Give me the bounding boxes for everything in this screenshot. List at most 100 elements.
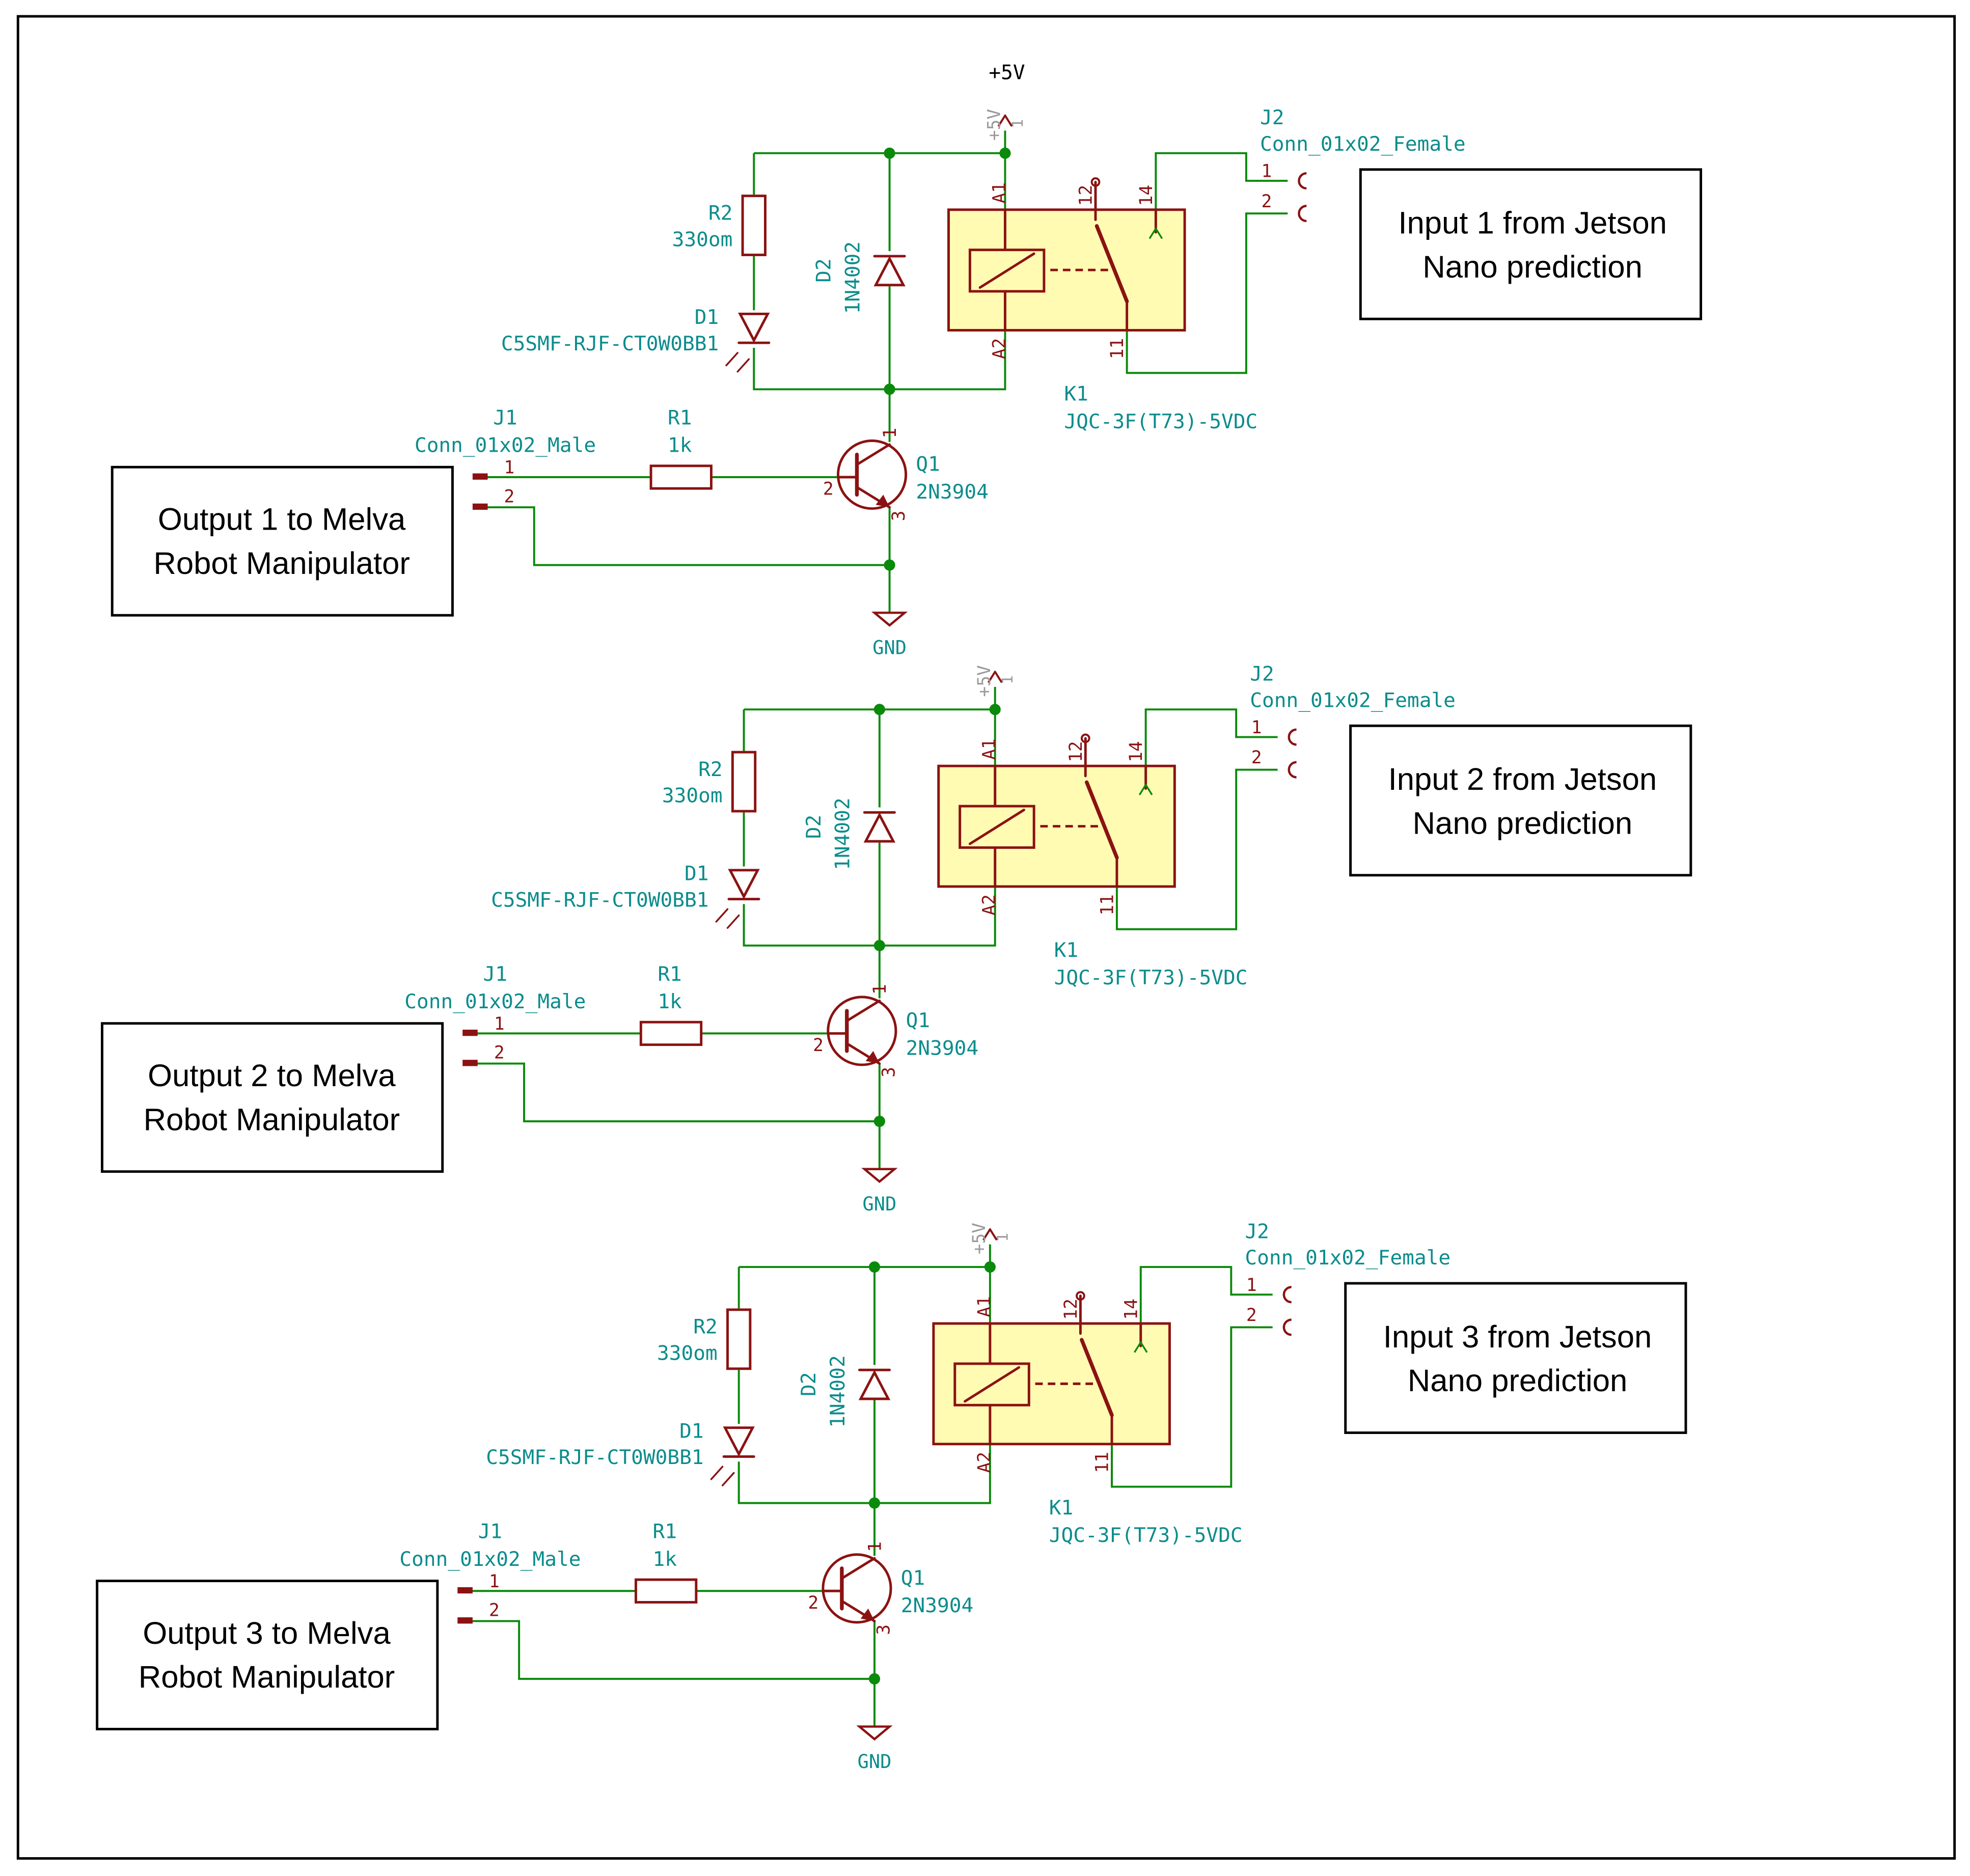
k1-pin-14: 14 bbox=[1136, 185, 1157, 206]
j1-pin-1-stub bbox=[472, 473, 488, 480]
j1-value: Conn_01x02_Male bbox=[415, 434, 596, 457]
r2-resistor bbox=[731, 751, 757, 813]
output-box-line-1: Output 2 to Melva bbox=[148, 1058, 396, 1093]
k1-pin-14: 14 bbox=[1121, 1299, 1141, 1320]
q1-emitter-arrow bbox=[860, 1608, 875, 1621]
k1-value: JQC-3F(T73)-5VDC bbox=[1049, 1524, 1243, 1547]
power-arrow-left bbox=[982, 1228, 991, 1240]
input-box bbox=[1359, 168, 1703, 320]
power-arrow-left bbox=[998, 114, 1006, 127]
d1-ref: D1 bbox=[679, 1419, 704, 1443]
j2-socket-2 bbox=[1288, 761, 1297, 779]
r1-value: 1k bbox=[652, 1548, 677, 1571]
j2-value: Conn_01x02_Female bbox=[1245, 1246, 1451, 1270]
r2-value: 330om bbox=[662, 784, 723, 808]
q1-value: 2N3904 bbox=[906, 1036, 978, 1060]
j1-pin-1: 1 bbox=[494, 1014, 505, 1034]
q1-emitter-arrow bbox=[865, 1051, 880, 1064]
d1-value: C5SMF-RJF-CT0W0BB1 bbox=[491, 888, 708, 912]
wire-5v-rail bbox=[738, 1266, 991, 1324]
wire-k1-14-j2 bbox=[1155, 152, 1288, 210]
k1-pin-a1: A1 bbox=[989, 182, 1009, 204]
wire-return-rail bbox=[737, 1444, 991, 1504]
ground-symbol bbox=[861, 1168, 898, 1183]
d1-value: C5SMF-RJF-CT0W0BB1 bbox=[486, 1446, 703, 1469]
wire-j1-gnd bbox=[475, 506, 890, 566]
r1-resistor bbox=[649, 464, 713, 490]
junction-dot bbox=[873, 1115, 885, 1127]
k1-no-arrow bbox=[1133, 1340, 1148, 1353]
k1-nc-terminal bbox=[1090, 177, 1101, 187]
j1-value: Conn_01x02_Male bbox=[399, 1548, 581, 1571]
output-box-line-2: Robot Manipulator bbox=[144, 1102, 400, 1137]
q1-pin-3: 3 bbox=[879, 1067, 899, 1078]
j1-pin-2: 2 bbox=[494, 1043, 505, 1063]
k1-ref: K1 bbox=[1054, 939, 1078, 962]
j2-value: Conn_01x02_Female bbox=[1260, 132, 1466, 156]
j2-ref: J2 bbox=[1260, 106, 1284, 129]
k1-pin-11: 11 bbox=[1098, 894, 1118, 916]
output-box-line-1: Output 1 to Melva bbox=[158, 502, 406, 537]
k1-pin-11: 11 bbox=[1107, 338, 1128, 360]
j2-socket-1 bbox=[1298, 172, 1307, 190]
k1-coil-slash bbox=[968, 809, 1025, 845]
input-box bbox=[1344, 1282, 1687, 1434]
j2-socket-1 bbox=[1282, 1286, 1292, 1304]
power-arrow-right bbox=[989, 1228, 998, 1240]
j1-pin-2-stub bbox=[462, 1060, 478, 1066]
j1-pin-1-stub bbox=[462, 1030, 478, 1036]
q1-emitter-arrow bbox=[875, 494, 890, 508]
j1-pin-2: 2 bbox=[504, 486, 515, 507]
q1-pin-2: 2 bbox=[823, 479, 834, 500]
j1-ref: J1 bbox=[483, 962, 508, 986]
power-pin-label: 1 bbox=[994, 1233, 1011, 1242]
k1-pin-12: 12 bbox=[1061, 1299, 1081, 1320]
power-pin-label: 1 bbox=[1009, 119, 1026, 128]
r2-resistor bbox=[741, 195, 767, 257]
j2-ref: J2 bbox=[1250, 662, 1274, 685]
k1-switch-contact bbox=[1085, 780, 1119, 860]
q1-collector-lead bbox=[840, 1557, 876, 1580]
junction-dot bbox=[868, 1673, 881, 1685]
k1-pin-a2: A2 bbox=[989, 338, 1009, 360]
j2-pin-1: 1 bbox=[1246, 1275, 1257, 1295]
output-box bbox=[96, 1580, 439, 1730]
q1-transistor-body bbox=[837, 439, 908, 510]
power-net-label: +5V bbox=[984, 109, 1005, 141]
ground-label: GND bbox=[858, 1751, 892, 1773]
power-arrow-right bbox=[994, 671, 1003, 683]
power-arrow-right bbox=[1004, 114, 1013, 127]
k1-nc-terminal bbox=[1076, 1291, 1085, 1301]
junction-dot bbox=[873, 940, 885, 951]
d2-diode bbox=[863, 812, 896, 843]
j1-ref: J1 bbox=[478, 1520, 503, 1543]
k1-pin-12: 12 bbox=[1066, 741, 1086, 762]
r1-resistor bbox=[639, 1020, 703, 1046]
d2-value: 1N4002 bbox=[831, 797, 855, 870]
k1-relay-coil bbox=[959, 805, 1035, 849]
j2-ref: J2 bbox=[1245, 1220, 1269, 1243]
junction-dot bbox=[868, 1261, 881, 1273]
j2-pin-2: 2 bbox=[1246, 1305, 1257, 1326]
j1-pin-2: 2 bbox=[489, 1601, 500, 1621]
j1-pin-2-stub bbox=[457, 1617, 473, 1624]
j2-socket-1 bbox=[1288, 728, 1297, 746]
wire-k1-14-j2 bbox=[1139, 1266, 1273, 1324]
input-box-line-2: Nano prediction bbox=[1422, 250, 1643, 285]
input-box-line-1: Input 3 from Jetson bbox=[1383, 1319, 1652, 1355]
j1-pin-1: 1 bbox=[504, 458, 515, 478]
k1-value: JQC-3F(T73)-5VDC bbox=[1054, 966, 1248, 989]
d2-ref: D2 bbox=[812, 258, 836, 282]
k1-pin-a1: A1 bbox=[979, 738, 1000, 760]
k1-pin-a2: A2 bbox=[974, 1452, 995, 1473]
d1-light-arrow-1 bbox=[721, 1472, 735, 1486]
r1-value: 1k bbox=[668, 434, 692, 457]
j2-socket-2 bbox=[1298, 205, 1307, 223]
ground-label: GND bbox=[872, 637, 907, 659]
q1-collector-lead bbox=[845, 999, 881, 1023]
q1-collector-lead bbox=[856, 443, 891, 466]
k1-relay-coil bbox=[968, 249, 1046, 293]
